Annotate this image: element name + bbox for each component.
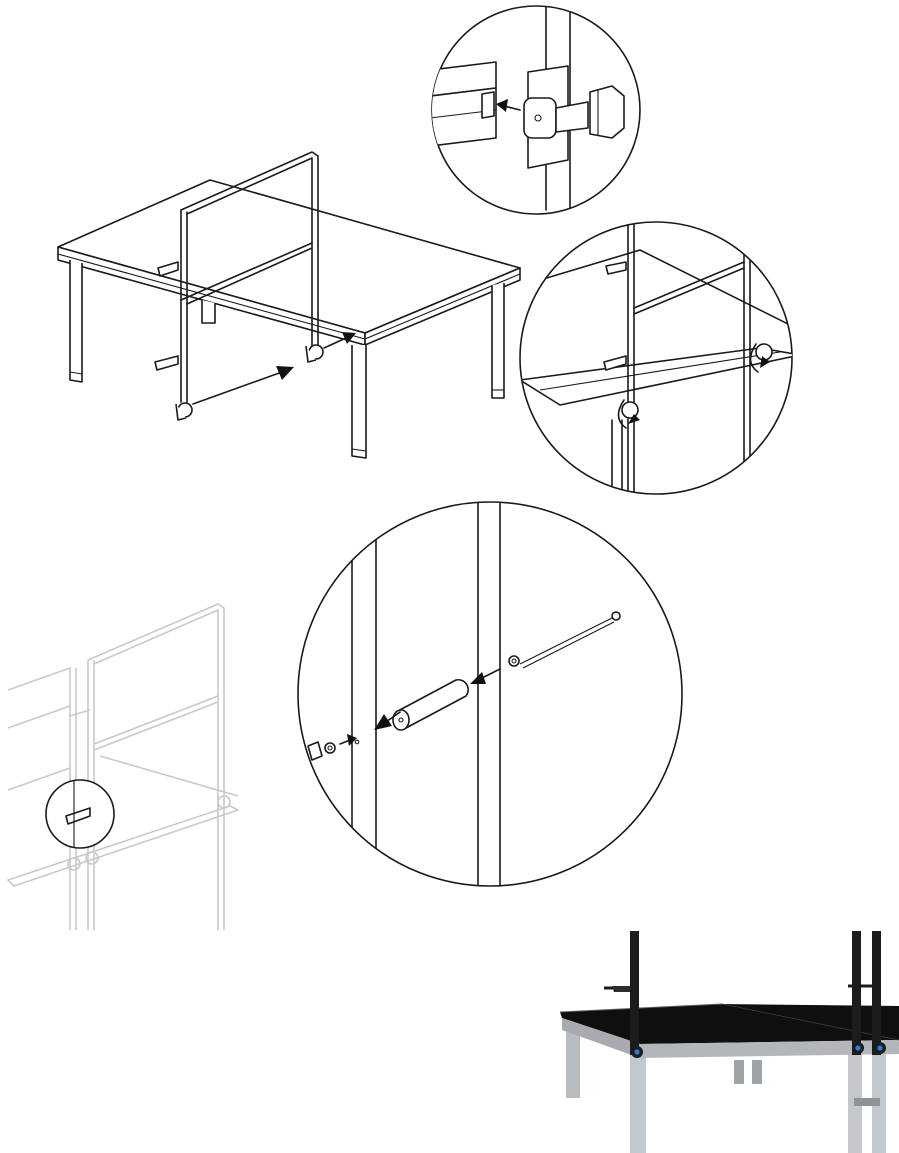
stage-platform-top xyxy=(57,179,521,334)
faint-reference-drawing xyxy=(7,603,239,930)
clamp-detail-right xyxy=(519,221,793,495)
pin-detail xyxy=(297,501,683,887)
clamp-detail-top xyxy=(431,5,641,215)
main-assembly-drawing xyxy=(57,151,521,459)
handrail-frame xyxy=(154,151,324,421)
assembled-stage-photo xyxy=(559,931,899,1153)
insertion-arrows xyxy=(192,332,356,405)
stage-legs xyxy=(69,260,505,459)
